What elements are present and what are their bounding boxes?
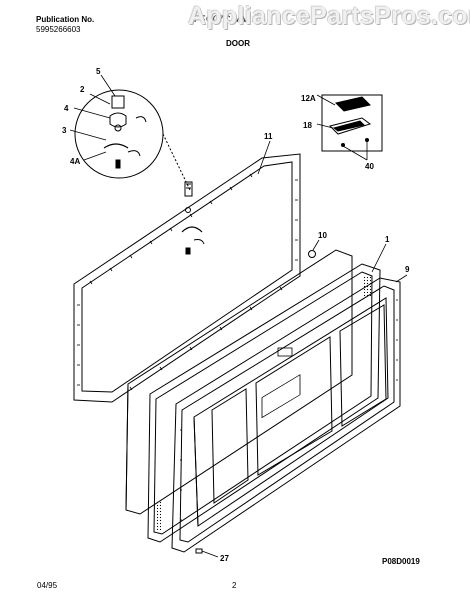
part-27 <box>195 548 203 554</box>
callout-27: 27 <box>220 554 229 563</box>
drawing-code: P08D0019 <box>382 557 420 566</box>
publication-number: 5995266603 <box>36 25 81 34</box>
callout-18: 18 <box>303 121 312 130</box>
callout-5: 5 <box>96 67 101 76</box>
footer-date: 04/95 <box>37 581 58 590</box>
door-liner-panel <box>125 249 353 515</box>
callout-4a: 4A <box>70 157 80 166</box>
hinge-detail-inset <box>74 89 191 191</box>
publication-label: Publication No. <box>36 15 95 24</box>
callout-3: 3 <box>62 126 67 135</box>
part-10 <box>308 250 316 258</box>
callout-4: 4 <box>64 104 69 113</box>
callout-2: 2 <box>80 85 85 94</box>
hinge-assembly <box>181 181 205 255</box>
leader-lines <box>69 74 408 558</box>
door-outer-assembly <box>171 277 401 553</box>
watermark: AppliancePartsPros.com <box>188 2 470 30</box>
door-frame <box>147 263 381 543</box>
model-number: FFC07C3AW1 <box>194 14 258 24</box>
section-title: DOOR <box>226 39 250 48</box>
callout-9: 9 <box>405 265 410 274</box>
door-gasket <box>73 153 301 403</box>
callout-11: 11 <box>264 132 273 141</box>
page-number: 2 <box>232 581 237 590</box>
callout-40: 40 <box>365 162 374 171</box>
callout-1: 1 <box>385 235 390 244</box>
callout-10: 10 <box>318 231 327 240</box>
handle-detail-box <box>321 94 383 152</box>
callout-12a: 12A <box>301 94 316 103</box>
